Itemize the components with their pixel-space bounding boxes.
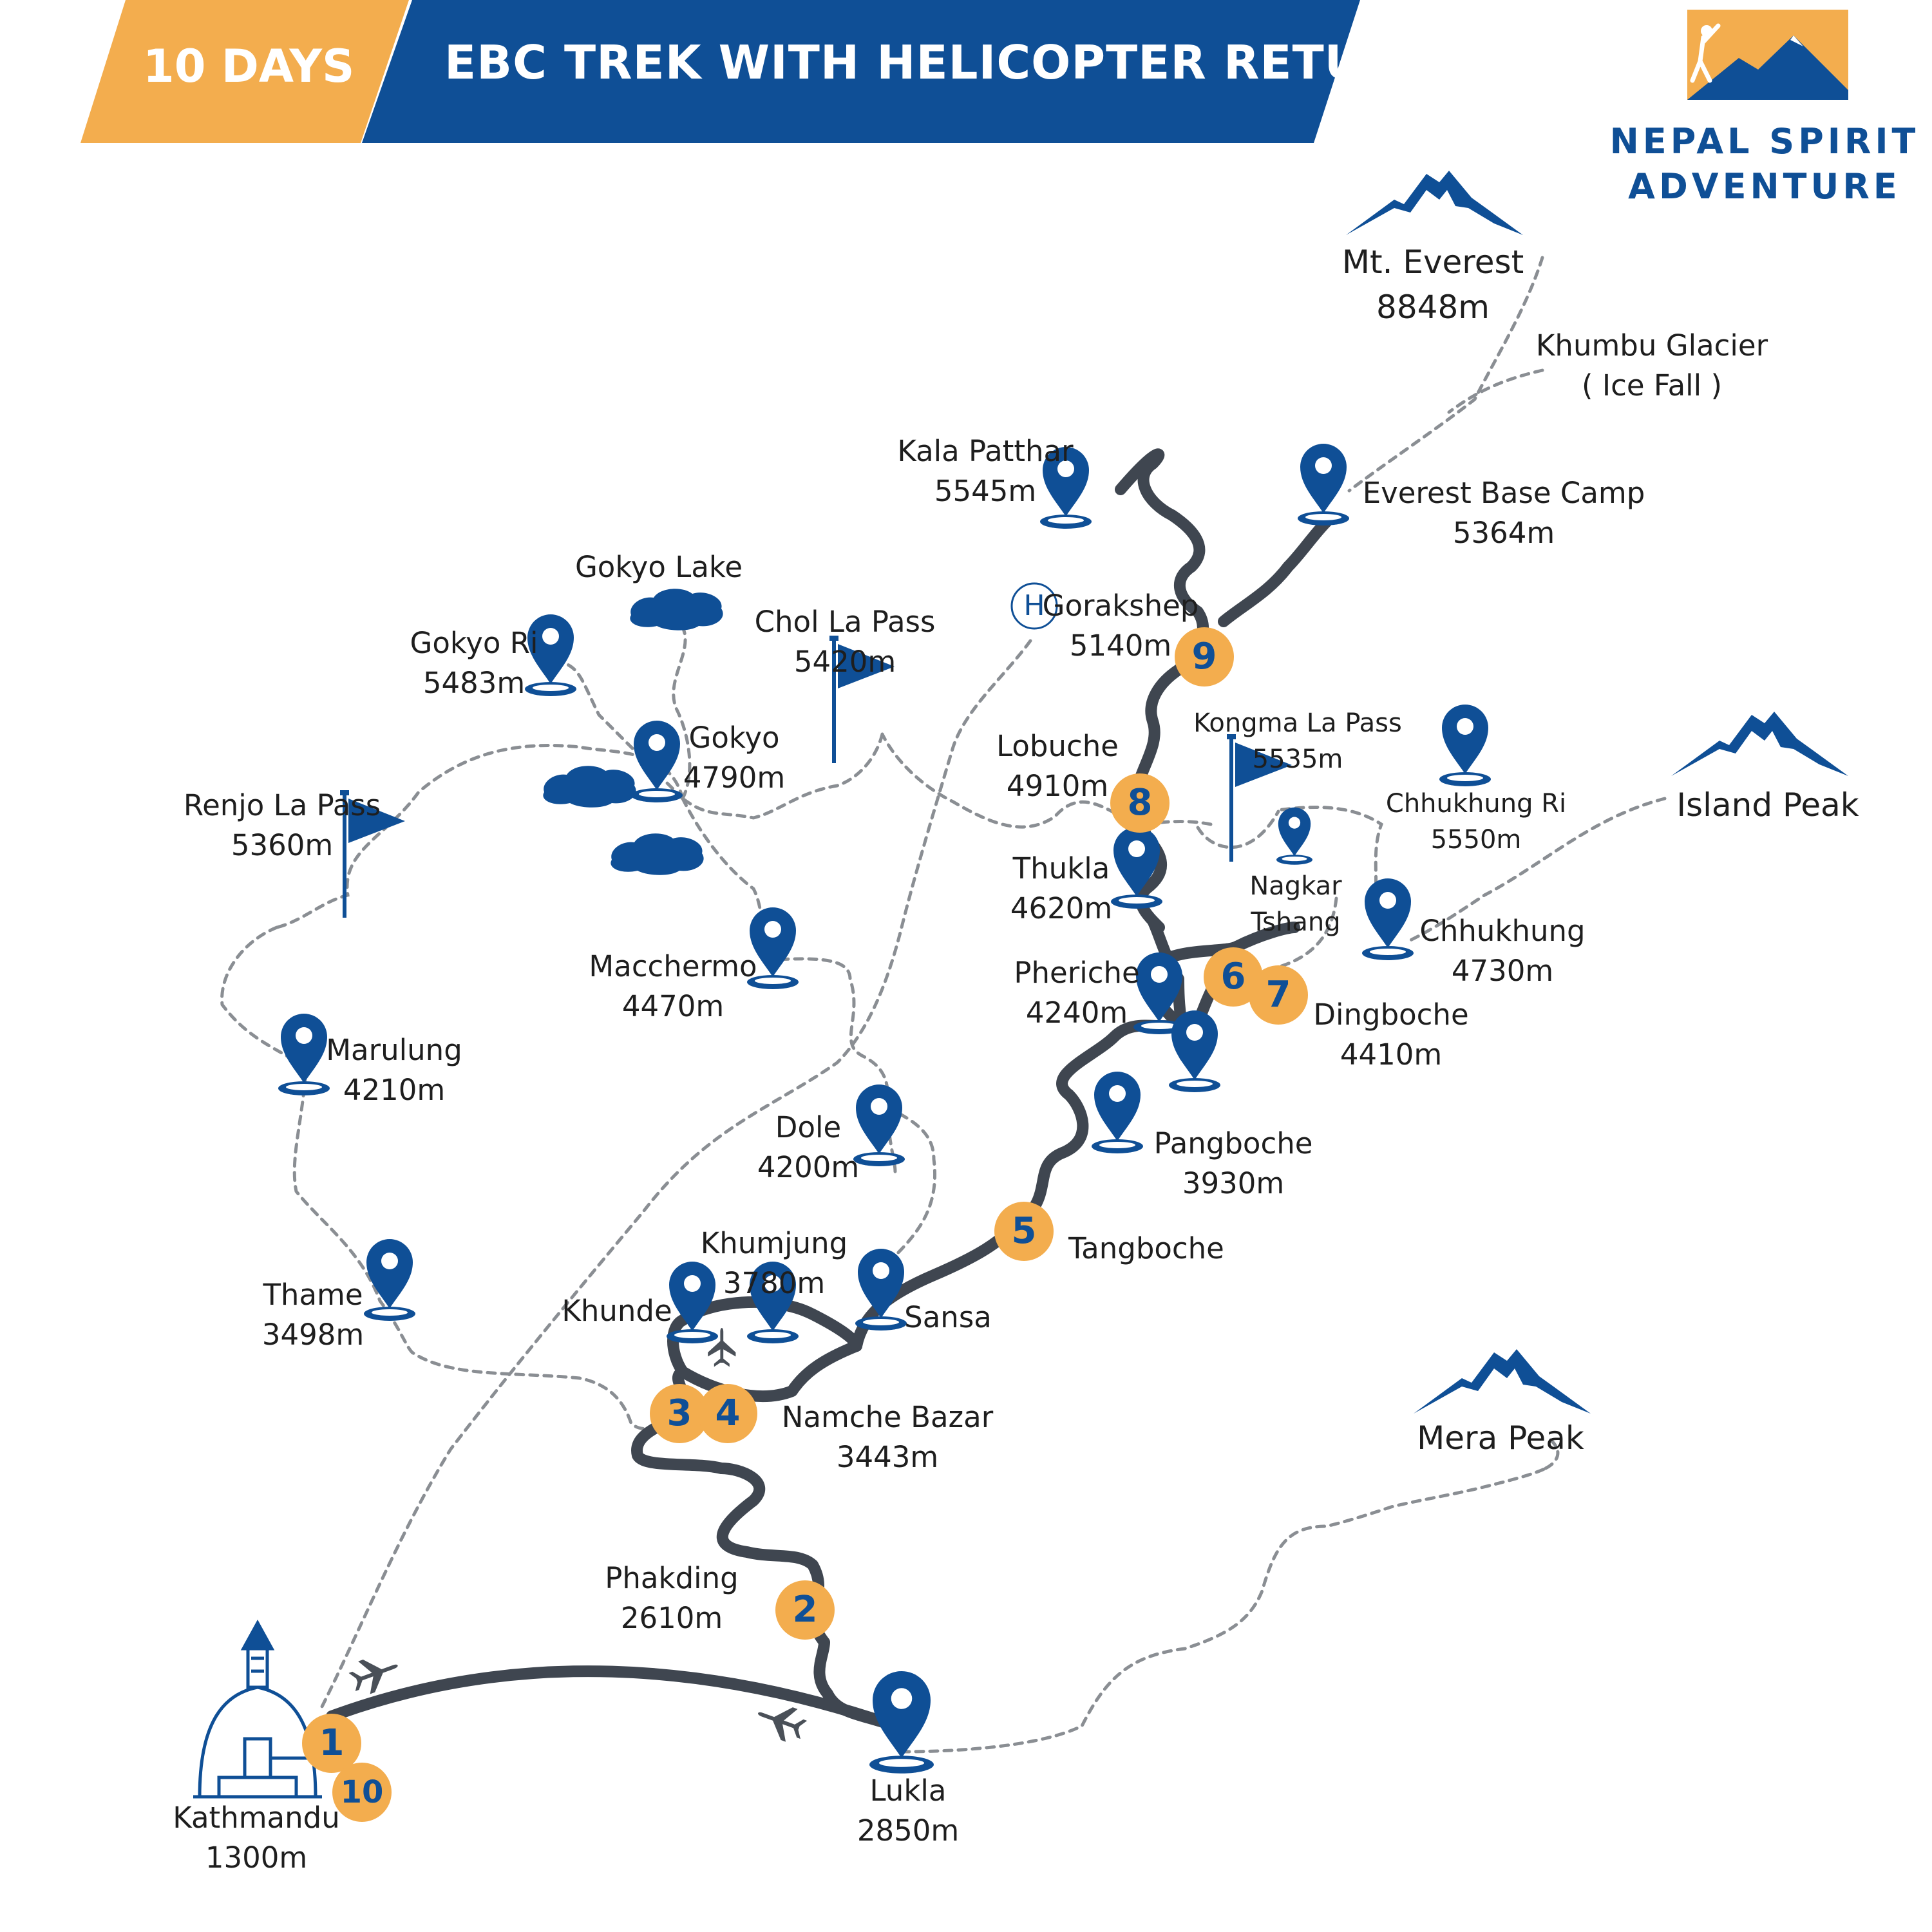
map-pin-icon [1169,1010,1220,1092]
lake-icon [611,833,704,875]
label-khunde: Khunde [562,1294,672,1328]
day-marker-1: 1 [302,1714,361,1773]
day-marker-10: 10 [332,1763,392,1822]
hiker-mountain-logo [1687,10,1848,100]
helipad-label: H [1023,589,1045,622]
helipad-icon [1010,582,1058,630]
day-marker-5: 5 [994,1202,1054,1261]
banner-title-shape [362,0,1360,143]
map-pin-icon [853,1084,905,1166]
map-pin-icon [278,1014,330,1095]
banner-days-shape [80,0,409,143]
map-pin-icon [631,721,683,802]
day-marker-9: 9 [1175,627,1234,687]
label-mera-peak: Mera Peak [1417,1419,1584,1457]
day-marker-7: 7 [1249,965,1308,1025]
brand-name-line1: NEPAL SPIRIT [1609,121,1920,162]
lake-icon [630,589,723,630]
label-gokyo-lake: Gokyo Lake [574,550,743,584]
banner-title: EBC TREK WITH HELICOPTER RETURN [444,35,1439,90]
label-tangboche: Tangboche [1068,1231,1224,1265]
day-marker-2: 2 [775,1580,835,1640]
brand-name-line2: ADVENTURE [1628,166,1901,207]
label-island-peak: Island Peak [1676,786,1859,824]
banner-days: 10 DAYS [143,40,355,93]
map-pin-icon [1439,705,1491,786]
map-pin-icon [364,1239,415,1321]
day-marker-4: 4 [698,1384,757,1443]
mountain-icon [1414,1349,1591,1414]
mountain-icon [1346,171,1523,235]
map-pin-icon [1362,878,1414,960]
map-pin-icon [1092,1072,1143,1153]
map-pin-icon [869,1671,934,1774]
mountain-icon [1671,712,1848,776]
map-pin-icon [1298,444,1349,526]
lake-icon [543,766,636,808]
map-pin-icon [1111,827,1162,909]
stupa-icon [193,1619,322,1799]
label-khumbu-glacier: Khumbu Glacier( Ice Fall ) [1535,328,1768,402]
day-marker-8: 8 [1110,773,1170,833]
airplane-icon [752,1696,810,1747]
map-pin-icon [1276,807,1312,865]
label-sansa: Sansa [904,1300,992,1334]
